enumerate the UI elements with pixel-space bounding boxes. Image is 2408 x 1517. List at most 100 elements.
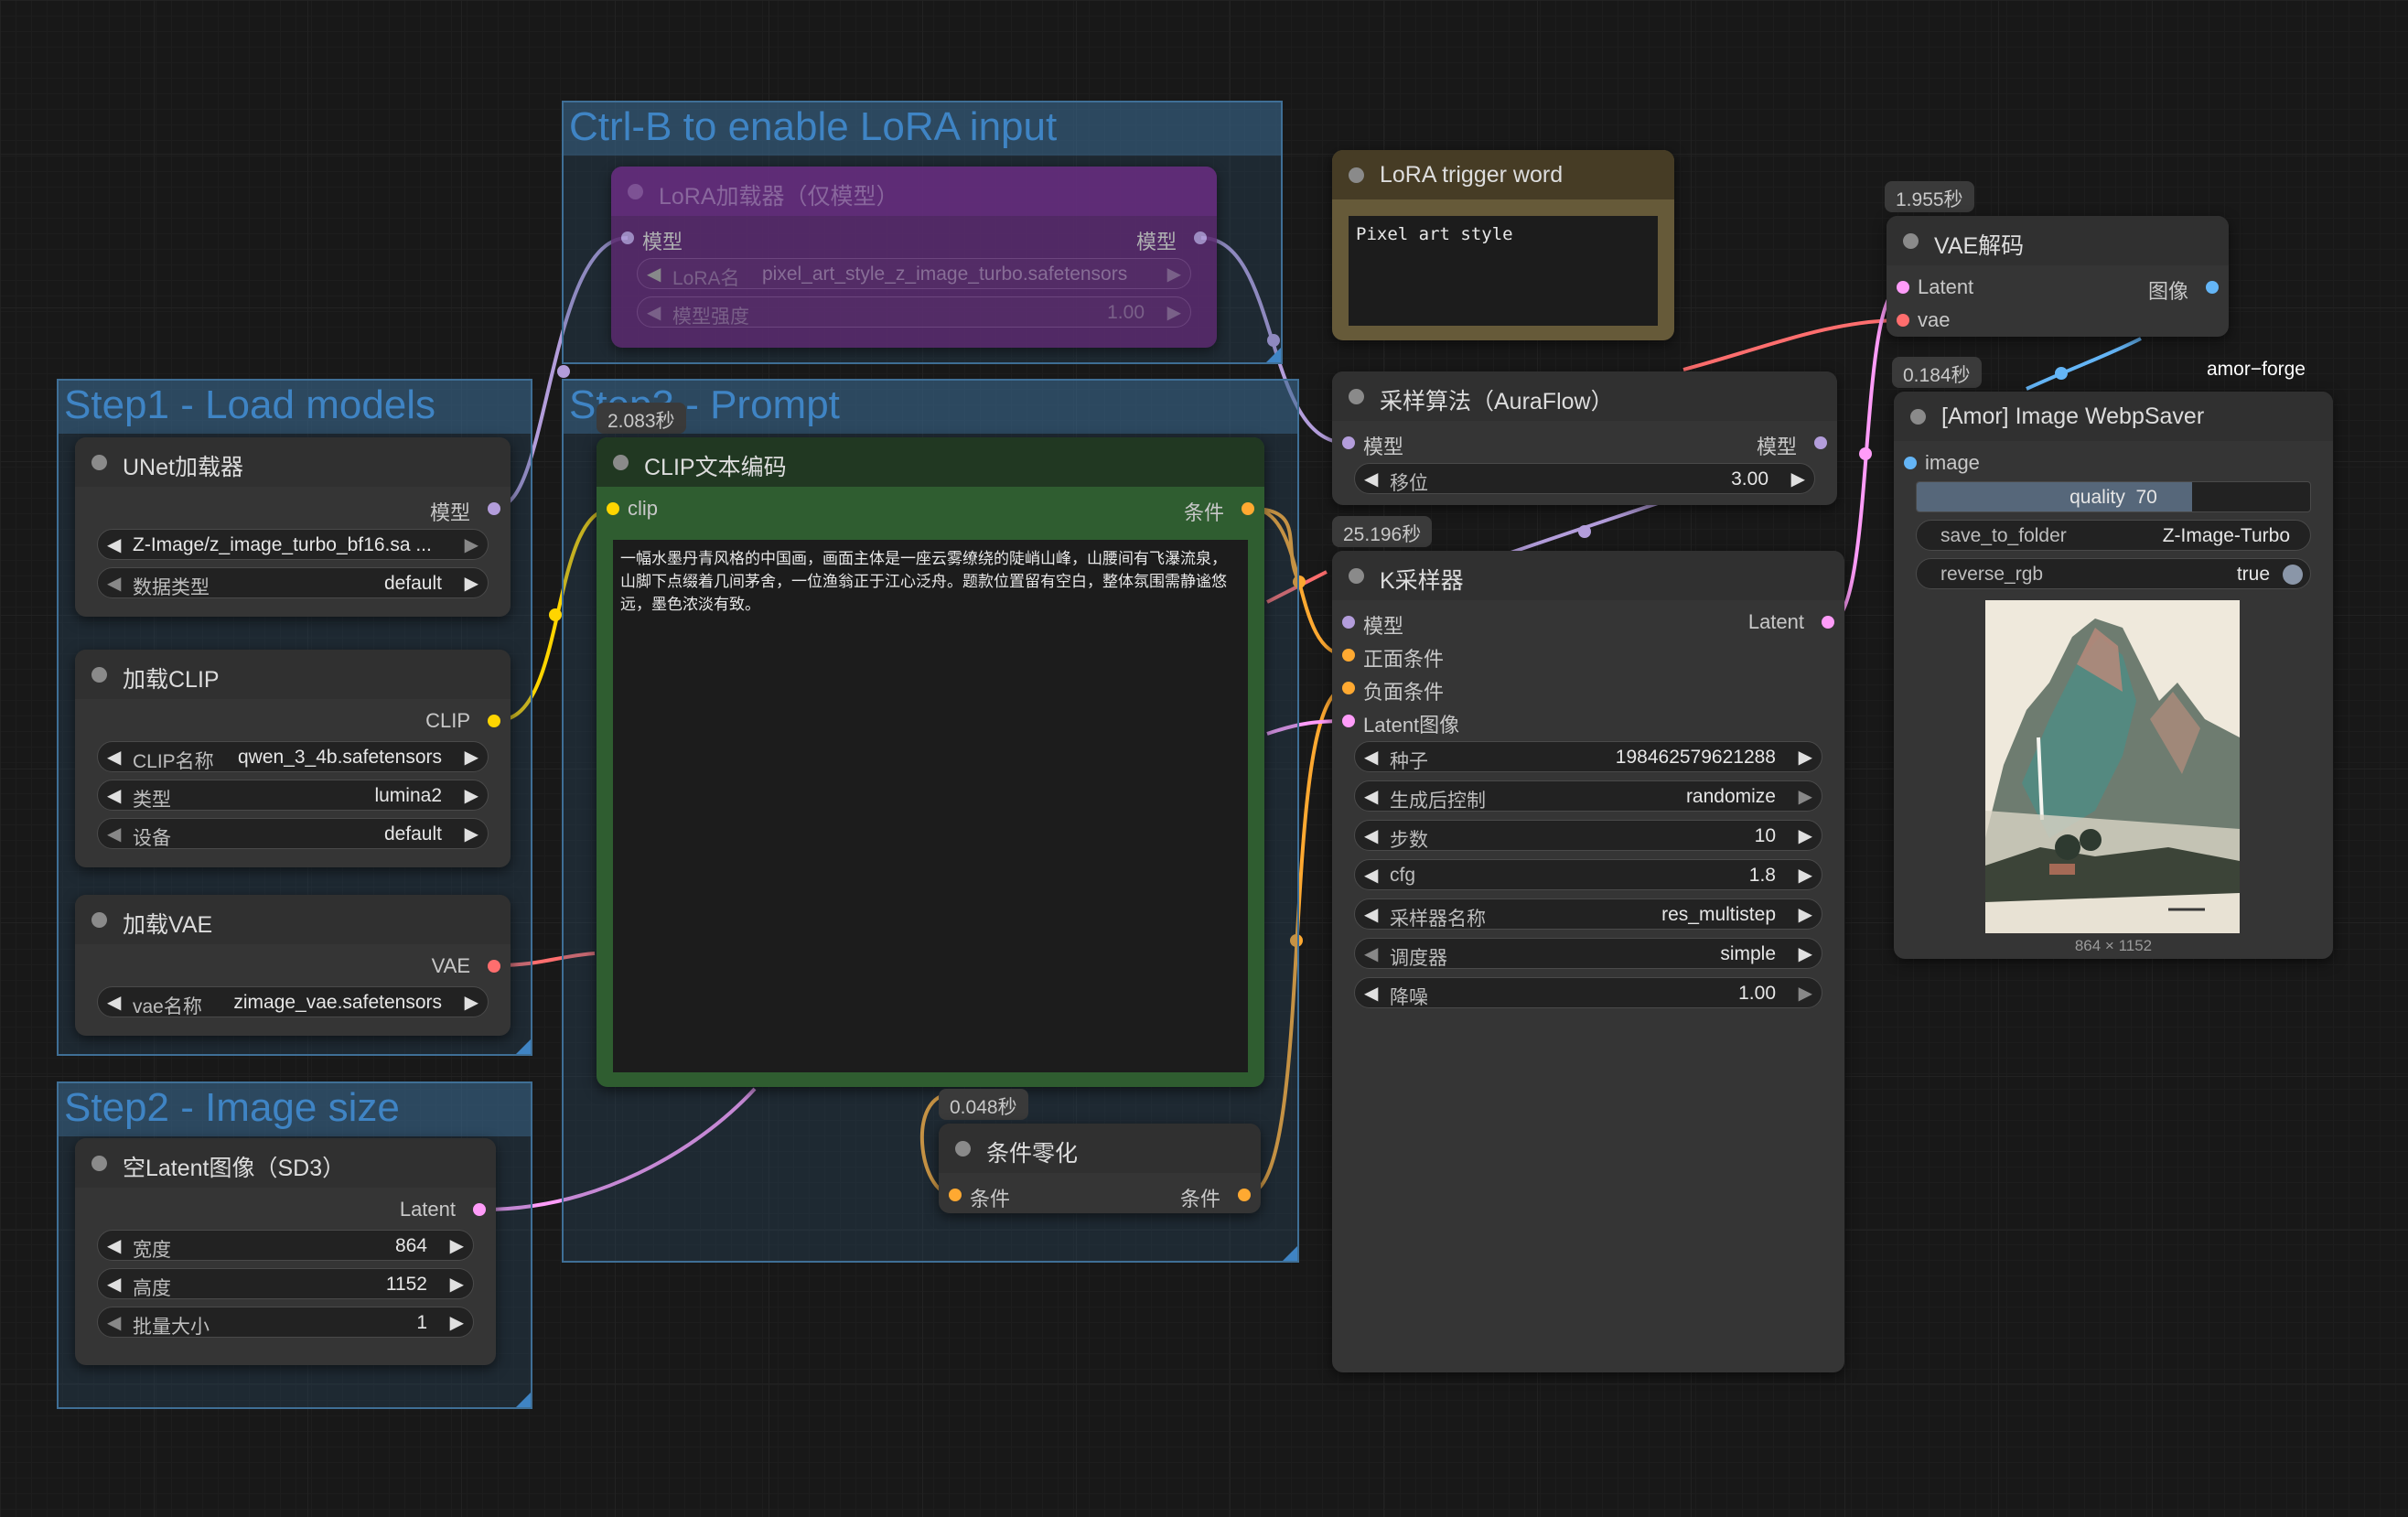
lora-name-widget[interactable]: ◀ LoRA名 pixel_art_style_z_image_turbo.sa…: [637, 258, 1191, 289]
decrement-arrow-icon[interactable]: ◀: [1364, 469, 1379, 490]
decrement-arrow-icon[interactable]: ◀: [1364, 866, 1379, 886]
increment-arrow-icon[interactable]: ▶: [464, 993, 478, 1013]
increment-arrow-icon[interactable]: ▶: [1166, 303, 1181, 323]
node-empty-latent[interactable]: 空Latent图像（SD3） Latent ◀ 宽度 864 ▶ ◀ 高度 11…: [75, 1138, 496, 1365]
output-port-model[interactable]: [1194, 231, 1207, 244]
output-port-vae[interactable]: [488, 960, 500, 973]
clip-name-widget[interactable]: ◀ CLIP名称 qwen_3_4b.safetensors ▶: [97, 741, 489, 772]
node-collapse-dot[interactable]: [1349, 389, 1364, 404]
node-ksampler[interactable]: K采样器 模型 正面条件 负面条件 Latent图像 Latent ◀ 种子 1…: [1332, 551, 1844, 1372]
input-port-model[interactable]: [1342, 616, 1355, 629]
sampler-name-widget[interactable]: ◀ 采样器名称 res_multistep ▶: [1354, 898, 1822, 930]
unet-dtype-widget[interactable]: ◀ 数据类型 default ▶: [97, 567, 489, 598]
node-webp-saver[interactable]: [Amor] Image WebpSaver image quality 70 …: [1894, 392, 2333, 959]
decrement-arrow-icon[interactable]: ◀: [107, 786, 122, 806]
node-collapse-dot[interactable]: [1349, 568, 1364, 584]
output-port-conditioning[interactable]: [1242, 502, 1254, 515]
increment-arrow-icon[interactable]: ▶: [1798, 826, 1812, 846]
unet-name-widget[interactable]: ◀ Z-Image/z_image_turbo_bf16.sa ... ▶: [97, 529, 489, 560]
input-port-clip[interactable]: [607, 502, 619, 515]
input-port-latent[interactable]: [1897, 281, 1909, 294]
decrement-arrow-icon[interactable]: ◀: [107, 824, 122, 845]
increment-arrow-icon[interactable]: ▶: [1798, 984, 1812, 1004]
increment-arrow-icon[interactable]: ▶: [464, 786, 478, 806]
input-port-image[interactable]: [1904, 457, 1917, 469]
decrement-arrow-icon[interactable]: ◀: [1364, 787, 1379, 807]
increment-arrow-icon[interactable]: ▶: [1166, 264, 1181, 285]
increment-arrow-icon[interactable]: ▶: [1798, 748, 1812, 768]
decrement-arrow-icon[interactable]: ◀: [107, 535, 122, 555]
increment-arrow-icon[interactable]: ▶: [464, 748, 478, 768]
decrement-arrow-icon[interactable]: ◀: [1364, 826, 1379, 846]
output-port-clip[interactable]: [488, 715, 500, 727]
increment-arrow-icon[interactable]: ▶: [449, 1275, 464, 1295]
node-lora-loader[interactable]: LoRA加载器（仅模型） 模型 模型 ◀ LoRA名 pixel_art_sty…: [611, 167, 1217, 348]
prompt-text-area[interactable]: 一幅水墨丹青风格的中国画，画面主体是一座云雾缭绕的陡峭山峰，山腰间有飞瀑流泉，山…: [613, 540, 1248, 1072]
node-collapse-dot[interactable]: [1910, 409, 1926, 425]
increment-arrow-icon[interactable]: ▶: [1798, 866, 1812, 886]
node-collapse-dot[interactable]: [91, 667, 107, 683]
increment-arrow-icon[interactable]: ▶: [449, 1313, 464, 1333]
node-collapse-dot[interactable]: [955, 1141, 971, 1157]
control-after-generate-widget[interactable]: ◀ 生成后控制 randomize ▶: [1354, 780, 1822, 812]
node-collapse-dot[interactable]: [91, 1156, 107, 1171]
output-port-image[interactable]: [2206, 281, 2219, 294]
node-vae-loader[interactable]: 加载VAE VAE ◀ vae名称 zimage_vae.safetensors…: [75, 895, 511, 1036]
output-port-conditioning[interactable]: [1238, 1189, 1251, 1201]
input-port-positive[interactable]: [1342, 649, 1355, 662]
node-clip-text-encode[interactable]: CLIP文本编码 clip 条件 一幅水墨丹青风格的中国画，画面主体是一座云雾缭…: [597, 437, 1264, 1087]
save-folder-widget[interactable]: save_to_folder Z-Image-Turbo: [1916, 520, 2311, 551]
output-port-latent[interactable]: [473, 1203, 486, 1216]
increment-arrow-icon[interactable]: ▶: [1798, 905, 1812, 925]
output-image-preview[interactable]: [1985, 600, 2240, 933]
decrement-arrow-icon[interactable]: ◀: [1364, 748, 1379, 768]
output-port-model[interactable]: [488, 502, 500, 515]
decrement-arrow-icon[interactable]: ◀: [107, 748, 122, 768]
decrement-arrow-icon[interactable]: ◀: [647, 303, 661, 323]
lora-strength-widget[interactable]: ◀ 模型强度 1.00 ▶: [637, 296, 1191, 328]
node-trigger-word[interactable]: LoRA trigger word Pixel art style: [1332, 150, 1674, 340]
increment-arrow-icon[interactable]: ▶: [464, 824, 478, 845]
node-clip-loader[interactable]: 加载CLIP CLIP ◀ CLIP名称 qwen_3_4b.safetenso…: [75, 650, 511, 867]
node-collapse-dot[interactable]: [91, 455, 107, 470]
increment-arrow-icon[interactable]: ▶: [1790, 469, 1805, 490]
clip-device-widget[interactable]: ◀ 设备 default ▶: [97, 818, 489, 849]
denoise-widget[interactable]: ◀ 降噪 1.00 ▶: [1354, 977, 1822, 1008]
reverse-rgb-toggle[interactable]: reverse_rgb true: [1916, 558, 2311, 589]
width-widget[interactable]: ◀ 宽度 864 ▶: [97, 1230, 474, 1261]
clip-type-widget[interactable]: ◀ 类型 lumina2 ▶: [97, 780, 489, 811]
vae-name-widget[interactable]: ◀ vae名称 zimage_vae.safetensors ▶: [97, 986, 489, 1017]
increment-arrow-icon[interactable]: ▶: [449, 1236, 464, 1256]
output-port-latent[interactable]: [1822, 616, 1834, 629]
cfg-widget[interactable]: ◀ cfg 1.8 ▶: [1354, 859, 1822, 890]
input-port-model[interactable]: [1342, 436, 1355, 449]
node-collapse-dot[interactable]: [91, 912, 107, 928]
input-port-model[interactable]: [621, 231, 634, 244]
steps-widget[interactable]: ◀ 步数 10 ▶: [1354, 820, 1822, 851]
seed-widget[interactable]: ◀ 种子 198462579621288 ▶: [1354, 741, 1822, 772]
increment-arrow-icon[interactable]: ▶: [464, 574, 478, 594]
decrement-arrow-icon[interactable]: ◀: [1364, 984, 1379, 1004]
decrement-arrow-icon[interactable]: ◀: [107, 1313, 122, 1333]
input-port-conditioning[interactable]: [949, 1189, 962, 1201]
resize-handle[interactable]: [516, 1393, 531, 1407]
node-unet-loader[interactable]: UNet加载器 模型 ◀ Z-Image/z_image_turbo_bf16.…: [75, 437, 511, 617]
increment-arrow-icon[interactable]: ▶: [1798, 944, 1812, 964]
node-collapse-dot[interactable]: [613, 455, 629, 470]
decrement-arrow-icon[interactable]: ◀: [647, 264, 661, 285]
height-widget[interactable]: ◀ 高度 1152 ▶: [97, 1268, 474, 1299]
input-port-negative[interactable]: [1342, 682, 1355, 694]
decrement-arrow-icon[interactable]: ◀: [107, 574, 122, 594]
quality-slider[interactable]: quality 70: [1916, 481, 2311, 512]
increment-arrow-icon[interactable]: ▶: [1798, 787, 1812, 807]
input-port-vae[interactable]: [1897, 314, 1909, 327]
increment-arrow-icon[interactable]: ▶: [464, 535, 478, 555]
resize-handle[interactable]: [516, 1039, 531, 1054]
node-vae-decode[interactable]: VAE解码 Latent vae 图像: [1887, 216, 2229, 337]
toggle-knob-icon[interactable]: [2283, 565, 2303, 585]
decrement-arrow-icon[interactable]: ◀: [1364, 944, 1379, 964]
trigger-text-area[interactable]: Pixel art style: [1349, 216, 1658, 326]
node-collapse-dot[interactable]: [1349, 167, 1364, 183]
resize-handle[interactable]: [1283, 1246, 1297, 1261]
output-port-model[interactable]: [1814, 436, 1827, 449]
